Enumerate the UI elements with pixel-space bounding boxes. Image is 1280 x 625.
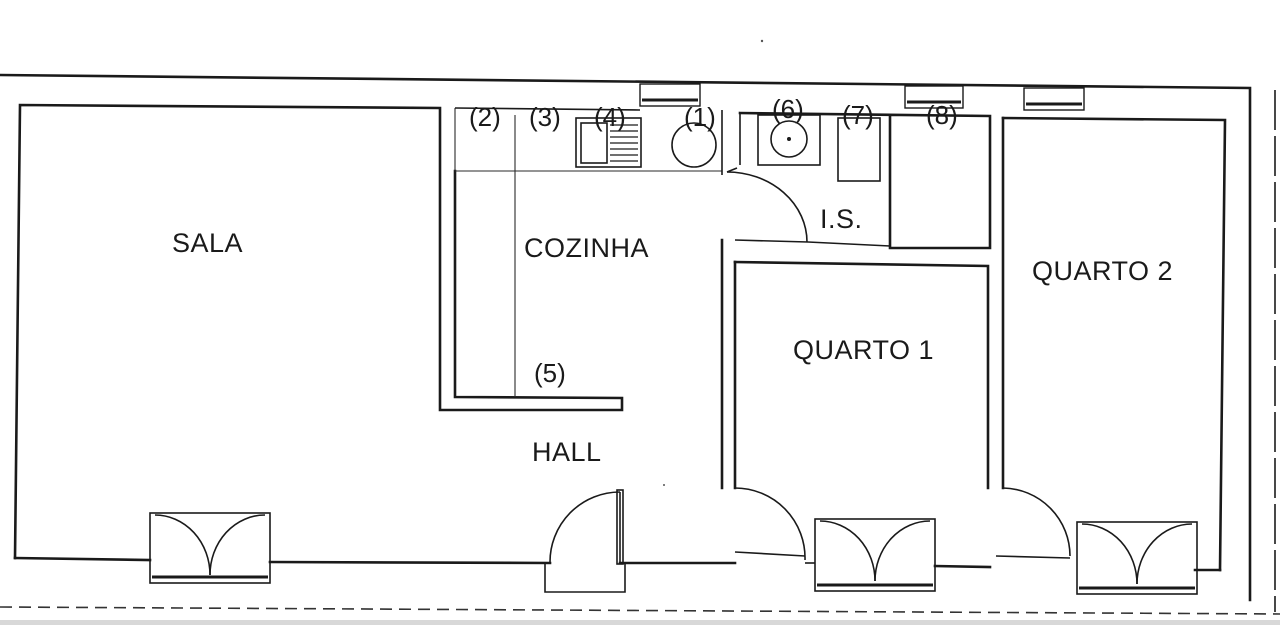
is-bathroom bbox=[720, 111, 992, 490]
room-label-hall: HALL bbox=[532, 437, 602, 467]
quarto1-room bbox=[733, 260, 990, 564]
room-label-sala: SALA bbox=[172, 228, 243, 258]
bottom-edge bbox=[0, 620, 1280, 625]
fixture-label-6: (6) bbox=[772, 94, 804, 124]
top-windows bbox=[639, 83, 1085, 111]
quarto1-balcony-door bbox=[814, 518, 936, 592]
fixture-label-4: (4) bbox=[594, 102, 626, 132]
fixture-label-8: (8) bbox=[926, 100, 958, 130]
exterior-walls bbox=[0, 73, 1280, 615]
fixture-label-1: (1) bbox=[684, 102, 716, 132]
fixture-label-7: (7) bbox=[842, 100, 874, 130]
sala-room bbox=[13, 103, 624, 560]
entrance-door bbox=[549, 489, 624, 565]
sala-balcony-door bbox=[149, 512, 271, 584]
quarto2-room bbox=[995, 116, 1227, 572]
room-label-is: I.S. bbox=[820, 204, 863, 234]
fixture-label-5: (5) bbox=[534, 358, 566, 388]
room-label-quarto1: QUARTO 1 bbox=[793, 335, 934, 365]
fixture-label-2: (2) bbox=[469, 102, 501, 132]
room-label-cozinha: COZINHA bbox=[524, 233, 649, 263]
kitchen-counter bbox=[454, 107, 723, 397]
quarto2-balcony-door bbox=[1076, 521, 1198, 595]
room-label-quarto2: QUARTO 2 bbox=[1032, 256, 1173, 286]
fixture-label-3: (3) bbox=[529, 102, 561, 132]
